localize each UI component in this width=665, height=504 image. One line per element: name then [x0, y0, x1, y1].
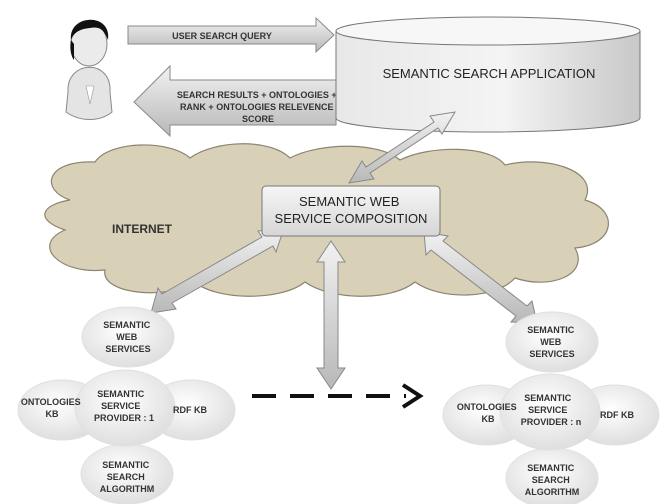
- svg-text:SEMANTIC WEB SERVICES: SEMANTIC WEB SERVICES: [527, 325, 577, 359]
- pn-ont-line-2: KB: [482, 414, 495, 424]
- pn-alg-line-3: ALGORITHM: [525, 487, 580, 497]
- p1-alg-line-3: ALGORITHM: [100, 484, 155, 494]
- pn-rdf-label: RDF KB: [600, 410, 634, 420]
- p1-sp-line-1: SEMANTIC: [97, 389, 145, 399]
- svg-text:SEMANTIC SERVICE PROVI: SEMANTIC SERVICE PROVIDER : 1: [94, 389, 154, 423]
- pn-alg-line-2: SEARCH: [532, 475, 570, 485]
- pn-sp-line-3: PROVIDER : n: [521, 417, 582, 427]
- p1-web-services-bubble: [81, 306, 175, 368]
- p1-ws-line-2: WEB: [116, 332, 137, 342]
- p1-service-provider-bubble: [74, 369, 176, 447]
- provider-n-cluster: [442, 311, 660, 504]
- svg-text:SEMANTIC WEB SERVICES: SEMANTIC WEB SERVICES: [103, 320, 153, 354]
- composition-line-2: SERVICE COMPOSITION: [275, 211, 428, 226]
- internet-label: INTERNET: [112, 222, 173, 236]
- p1-sp-line-2: SERVICE: [101, 401, 140, 411]
- search-results-line-3: SCORE: [242, 114, 274, 124]
- pn-service-provider-bubble: [499, 373, 601, 451]
- p1-alg-line-1: SEMANTIC: [102, 460, 150, 470]
- search-results-line-1: SEARCH RESULTS + ONTOLOGIES +: [177, 90, 337, 100]
- composition-vertical-arrow: [316, 240, 346, 390]
- pn-sp-line-1: SEMANTIC: [524, 393, 572, 403]
- p1-ws-line-3: SERVICES: [105, 344, 150, 354]
- app-composition-arrow: [348, 111, 456, 184]
- svg-text:SEMANTIC SERVICE PROVI: SEMANTIC SERVICE PROVIDER : n: [521, 393, 582, 427]
- user-query-arrow: [127, 16, 335, 54]
- pn-ws-line-3: SERVICES: [529, 349, 574, 359]
- svg-text:SEMANTIC SEARCH ALGORI: SEMANTIC SEARCH ALGORITHM: [100, 460, 155, 494]
- p1-rdf-label: RDF KB: [173, 405, 207, 415]
- p1-ont-line-2: KB: [46, 409, 59, 419]
- pn-ont-line-1: ONTOLOGIES: [457, 402, 517, 412]
- pn-sp-line-2: SERVICE: [528, 405, 567, 415]
- composition-line-1: SEMANTIC WEB: [299, 194, 399, 209]
- svg-text:SEMANTIC WEB SERVICE COMPO: SEMANTIC WEB SERVICE COMPOSITION: [275, 194, 428, 226]
- user-avatar-icon: [65, 19, 113, 120]
- pn-alg-line-1: SEMANTIC: [527, 463, 575, 473]
- user-query-label: USER SEARCH QUERY: [172, 31, 272, 41]
- pn-ws-line-2: WEB: [540, 337, 561, 347]
- semantic-search-application: [335, 16, 641, 133]
- svg-text:SEARCH RESULTS + ONTOLOGIES +: SEARCH RESULTS + ONTOLOGIES + RANK + ONT…: [177, 90, 339, 124]
- svg-text:SEMANTIC SEARCH ALGORI: SEMANTIC SEARCH ALGORITHM: [525, 463, 580, 497]
- pn-web-services-bubble: [505, 311, 599, 373]
- p1-alg-line-2: SEARCH: [107, 472, 145, 482]
- svg-text:ONTOLOGIES KB: ONTOLOGIES KB: [21, 397, 83, 419]
- svg-text:ONTOLOGIES KB: ONTOLOGIES KB: [457, 402, 519, 424]
- p1-ont-line-1: ONTOLOGIES: [21, 397, 81, 407]
- application-label: SEMANTIC SEARCH APPLICATION: [383, 66, 596, 81]
- search-results-line-2: RANK + ONTOLOGIES RELEVENCE: [180, 102, 334, 112]
- p1-sp-line-3: PROVIDER : 1: [94, 413, 154, 423]
- service-composition-box: [261, 185, 441, 237]
- provider-1-cluster: [17, 306, 236, 504]
- pn-ws-line-1: SEMANTIC: [527, 325, 575, 335]
- dashed-arrow-provider1-to-n: [252, 383, 424, 409]
- p1-ws-line-1: SEMANTIC: [103, 320, 151, 330]
- search-results-arrow: [133, 64, 337, 138]
